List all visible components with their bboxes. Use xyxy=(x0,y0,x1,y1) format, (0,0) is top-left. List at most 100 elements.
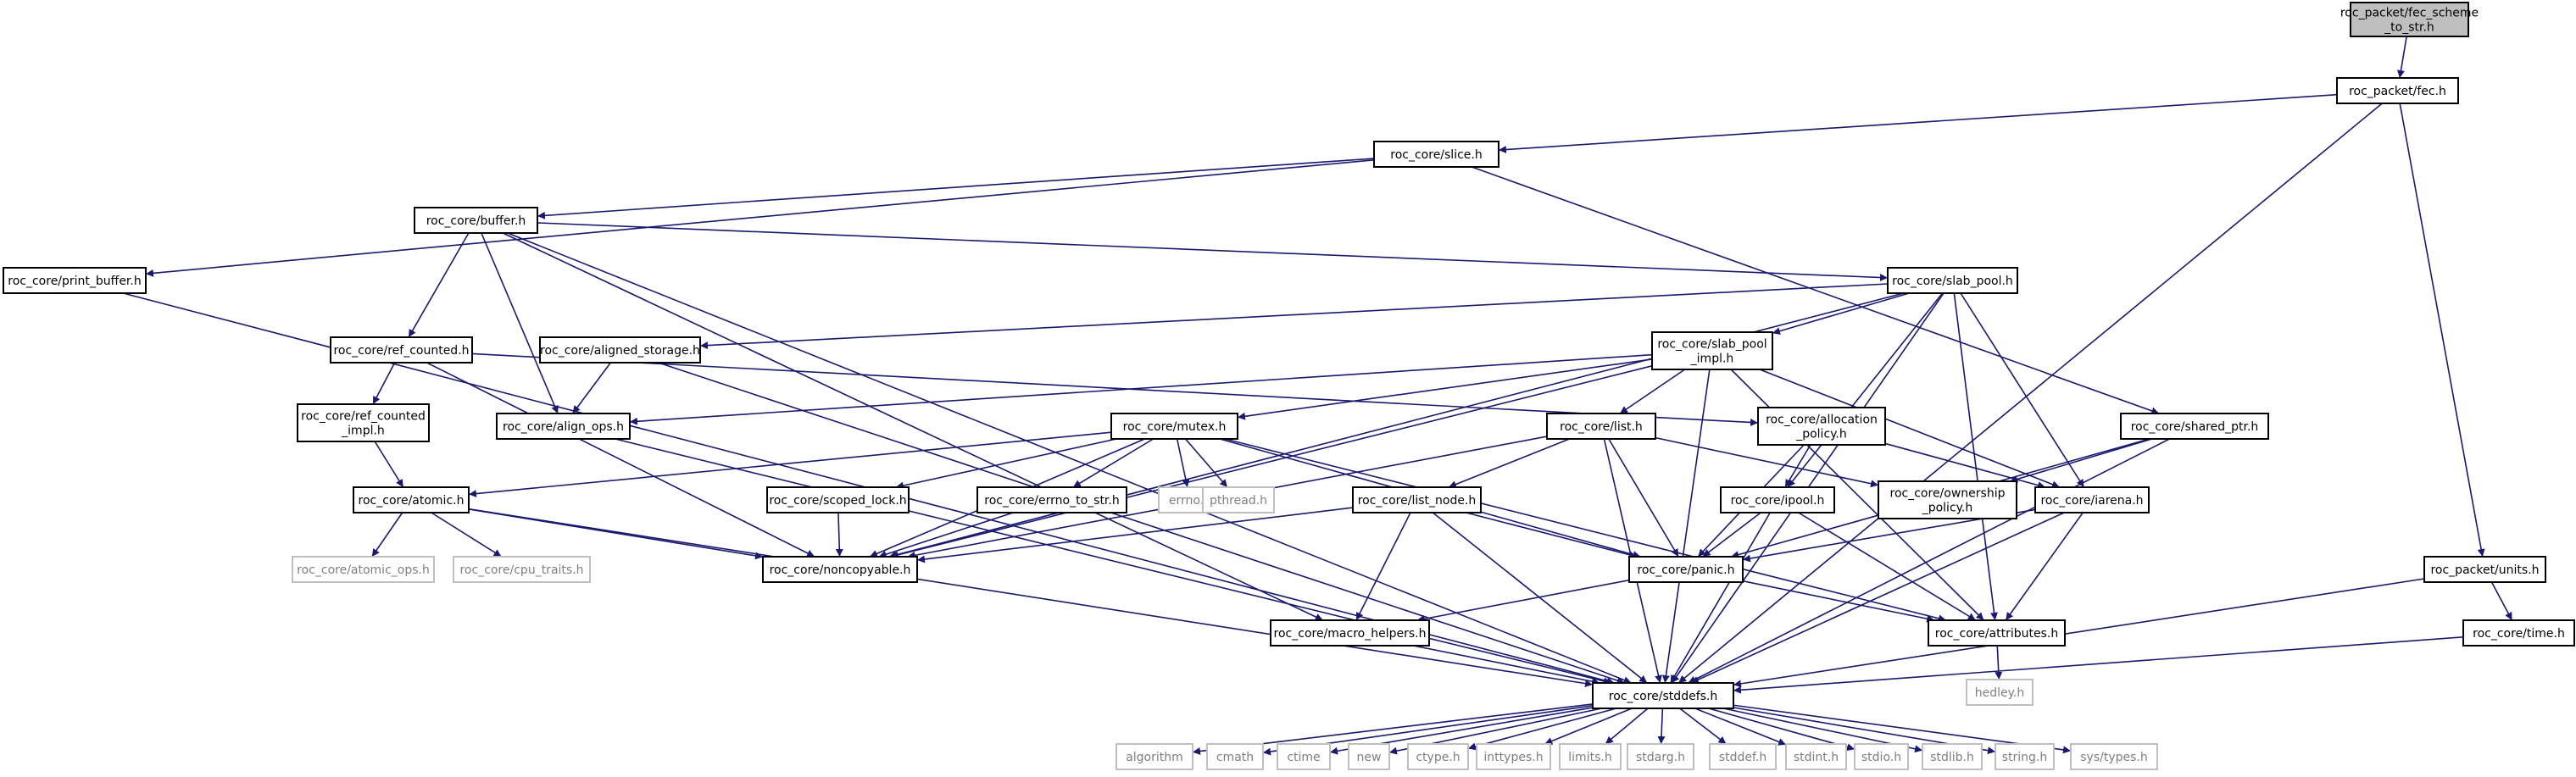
node-slab_pool[interactable]: roc_core/slab_pool.h xyxy=(1887,267,2018,294)
edge-ipool-to-attributes xyxy=(1798,512,1977,621)
node-label: stdarg.h xyxy=(1636,751,1685,764)
node-label: string.h xyxy=(2002,751,2048,764)
node-scoped_lock[interactable]: roc_core/scoped_lock.h xyxy=(766,486,910,513)
node-label: errno.h xyxy=(1169,494,1211,508)
node-box xyxy=(1709,743,1777,770)
node-atomic[interactable]: roc_core/atomic.h xyxy=(353,486,470,513)
node-systypes: sys/types.h xyxy=(2070,743,2158,770)
node-label: roc_core/ref_counted xyxy=(301,410,426,424)
node-label: roc_packet/fec.h xyxy=(2349,85,2446,98)
node-algorithm: algorithm xyxy=(1116,743,1193,770)
node-stdlib: stdlib.h xyxy=(1922,743,1983,770)
node-label: roc_core/list.h xyxy=(1560,420,1643,434)
node-box xyxy=(1202,486,1275,513)
node-slice[interactable]: roc_core/slice.h xyxy=(1373,141,1499,168)
node-label: _impl.h xyxy=(1690,352,1734,366)
node-macro_helpers[interactable]: roc_core/macro_helpers.h xyxy=(1270,619,1430,647)
node-box xyxy=(453,556,591,583)
node-label: roc_core/align_ops.h xyxy=(503,420,624,434)
node-panic[interactable]: roc_core/panic.h xyxy=(1628,556,1744,583)
node-ctype: ctype.h xyxy=(1407,743,1469,770)
node-box xyxy=(1651,331,1773,370)
edge-ipool-to-panic xyxy=(1702,512,1761,558)
edge-scoped_lock-to-noncopyable xyxy=(835,512,843,558)
node-stddefs[interactable]: roc_core/stddefs.h xyxy=(1592,682,1734,709)
node-box xyxy=(1878,480,2017,519)
edge-macro_helpers-to-stddefs xyxy=(1413,645,1600,685)
node-inttypes: inttypes.h xyxy=(1476,743,1551,770)
node-label: roc_core/slice.h xyxy=(1390,148,1482,162)
node-fec[interactable]: roc_packet/fec.h xyxy=(2336,77,2459,104)
node-allocation_policy[interactable]: roc_core/allocation_policy.h xyxy=(1757,407,1886,446)
node-stdio: stdio.h xyxy=(1854,743,1909,770)
node-label: roc_core/list_node.h xyxy=(1358,494,1477,508)
node-label: roc_core/slab_pool.h xyxy=(1892,275,2013,288)
node-noncopyable[interactable]: roc_core/noncopyable.h xyxy=(762,556,918,583)
edge-slab_pool-to-aligned_storage xyxy=(699,283,1889,350)
edge-buffer-to-slab_pool xyxy=(537,222,1889,282)
edge-atomic-to-atomic_ops xyxy=(371,512,403,558)
node-label: roc_core/macro_helpers.h xyxy=(1274,627,1427,641)
edge-iarena-to-attributes xyxy=(2005,512,2084,621)
node-errno_to_str[interactable]: roc_core/errno_to_str.h xyxy=(976,486,1127,513)
edge-mutex-to-pthread xyxy=(1184,438,1228,488)
node-string: string.h xyxy=(1995,743,2055,770)
node-box xyxy=(1627,743,1694,770)
edge-slab_pool_impl-to-stddefs xyxy=(1661,369,1711,684)
node-shared_ptr[interactable]: roc_core/shared_ptr.h xyxy=(2120,413,2269,440)
edge-attributes-to-hedley xyxy=(1995,645,2003,680)
edge-mutex-to-errno_to_str xyxy=(1072,438,1154,488)
node-box xyxy=(414,207,538,234)
node-ref_counted_impl[interactable]: roc_core/ref_counted_impl.h xyxy=(297,403,430,442)
node-units[interactable]: roc_packet/units.h xyxy=(2423,556,2546,583)
node-mutex[interactable]: roc_core/mutex.h xyxy=(1110,413,1238,440)
node-box xyxy=(2034,486,2150,513)
edge-fec-to-slice xyxy=(1498,93,2338,154)
node-print_buffer[interactable]: roc_core/print_buffer.h xyxy=(3,267,147,294)
node-box xyxy=(1966,679,2034,706)
node-box xyxy=(496,413,631,440)
node-box xyxy=(1546,413,1656,440)
node-list[interactable]: roc_core/list.h xyxy=(1546,413,1656,440)
edge-time-to-stddefs xyxy=(1733,636,2464,694)
node-box xyxy=(1277,743,1331,770)
node-ipool[interactable]: roc_core/ipool.h xyxy=(1720,486,1835,513)
node-label: roc_core/slab_pool xyxy=(1657,338,1766,352)
node-list_node[interactable]: roc_core/list_node.h xyxy=(1352,486,1482,513)
node-aligned_storage[interactable]: roc_core/aligned_storage.h xyxy=(539,336,701,364)
node-ref_counted[interactable]: roc_core/ref_counted.h xyxy=(330,336,473,364)
node-label: roc_core/noncopyable.h xyxy=(770,563,911,577)
node-box xyxy=(1928,619,2066,647)
node-root[interactable]: roc_packet/fec_scheme_to_str.h xyxy=(2340,2,2479,37)
edge-atomic-to-stddefs xyxy=(468,508,1594,688)
node-ownership_policy[interactable]: roc_core/ownership_policy.h xyxy=(1878,480,2017,519)
edge-shared_ptr-to-ownership_policy xyxy=(2009,438,2152,483)
node-label: roc_core/ownership xyxy=(1890,487,2006,501)
node-box xyxy=(1854,743,1909,770)
node-box xyxy=(2070,743,2158,770)
node-hedley: hedley.h xyxy=(1966,679,2034,706)
node-slab_pool_impl[interactable]: roc_core/slab_pool_impl.h xyxy=(1651,331,1773,370)
node-attributes[interactable]: roc_core/attributes.h xyxy=(1928,619,2066,647)
edge-fec-to-units xyxy=(2399,103,2485,558)
node-label: _policy.h xyxy=(1922,502,1973,515)
edge-mutex-to-errno xyxy=(1176,438,1190,488)
node-label: roc_core/allocation xyxy=(1766,413,1878,427)
node-box xyxy=(3,267,147,294)
edge-stddefs-to-stdio xyxy=(1708,708,1855,752)
edge-slab_pool_impl-to-mutex xyxy=(1237,358,1653,420)
edge-list_node-to-noncopyable xyxy=(916,507,1354,563)
edge-mutex-to-attributes xyxy=(1224,438,1947,623)
node-iarena[interactable]: roc_core/iarena.h xyxy=(2034,486,2150,513)
node-box xyxy=(2350,2,2469,37)
edge-list_node-to-stddefs xyxy=(1432,512,1648,684)
node-ctime: ctime xyxy=(1277,743,1331,770)
node-buffer[interactable]: roc_core/buffer.h xyxy=(414,207,538,234)
edge-slab_pool_impl-to-list xyxy=(1619,369,1686,414)
edge-slab_pool_impl-to-align_ops xyxy=(629,353,1653,425)
edge-stddefs-to-limits xyxy=(1605,708,1649,745)
node-align_ops[interactable]: roc_core/align_ops.h xyxy=(496,413,631,440)
node-time[interactable]: roc_core/time.h xyxy=(2462,619,2575,647)
edge-stddefs-to-inttypes xyxy=(1544,708,1633,745)
